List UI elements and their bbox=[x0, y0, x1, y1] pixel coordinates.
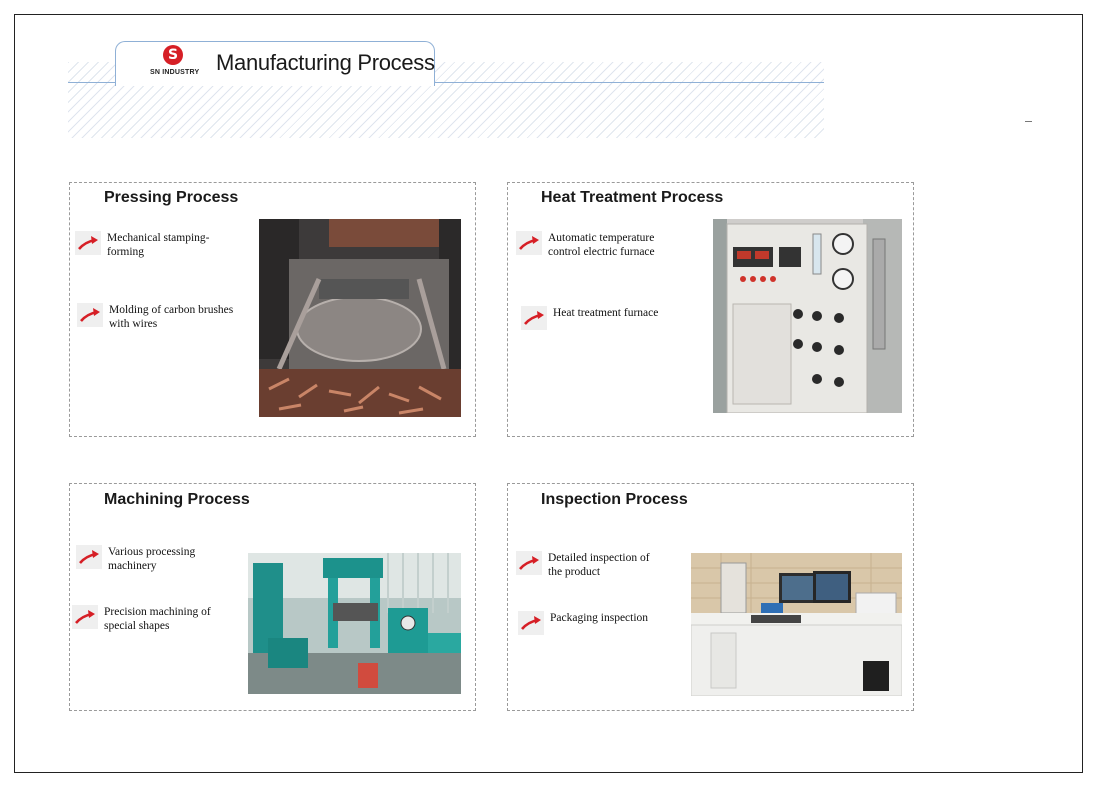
heat-treatment-photo bbox=[713, 219, 902, 413]
arrow-icon bbox=[518, 611, 544, 635]
item-label: Various processing machinery bbox=[108, 546, 196, 572]
arrow-icon bbox=[75, 231, 101, 255]
list-item: Detailed inspection of the product bbox=[516, 551, 650, 579]
arrow-icon bbox=[76, 545, 102, 569]
list-item: Automatic temperature control electric f… bbox=[516, 231, 655, 259]
list-item: Precision machining of special shapes bbox=[72, 605, 211, 633]
stray-dash bbox=[1025, 121, 1032, 122]
arrow-icon bbox=[72, 605, 98, 629]
section-title-inspection: Inspection Process bbox=[541, 491, 688, 508]
arrow-icon bbox=[516, 231, 542, 255]
item-label: Heat treatment furnace bbox=[553, 307, 659, 319]
arrow-icon bbox=[521, 306, 547, 330]
company-logo-text: SN INDUSTRY bbox=[150, 69, 200, 76]
pressing-photo bbox=[259, 219, 461, 417]
arrow-icon bbox=[516, 551, 542, 575]
machining-photo bbox=[248, 553, 461, 694]
section-title-machining: Machining Process bbox=[104, 491, 250, 508]
list-item: Heat treatment furnace bbox=[521, 306, 658, 330]
page-title: Manufacturing Process bbox=[216, 50, 435, 75]
list-item: Various processing machinery bbox=[76, 545, 195, 573]
arrow-icon bbox=[77, 303, 103, 327]
item-label: Packaging inspection bbox=[550, 612, 649, 624]
list-item: Mechanical stamping- forming bbox=[75, 231, 210, 259]
list-item: Packaging inspection bbox=[518, 611, 648, 635]
section-title-heat-treatment: Heat Treatment Process bbox=[541, 189, 724, 206]
item-label: Precision machining of special shapes bbox=[104, 606, 211, 632]
item-label: Detailed inspection of the product bbox=[548, 552, 650, 578]
item-label: Molding of carbon brushes with wires bbox=[109, 304, 234, 330]
item-label: Automatic temperature control electric f… bbox=[548, 232, 655, 258]
list-item: Molding of carbon brushes with wires bbox=[77, 303, 233, 331]
header-rule bbox=[68, 82, 824, 83]
company-logo-icon: S bbox=[163, 45, 183, 65]
item-label: Mechanical stamping- forming bbox=[107, 232, 210, 258]
section-title-pressing: Pressing Process bbox=[104, 189, 239, 206]
inspection-photo bbox=[691, 553, 902, 696]
